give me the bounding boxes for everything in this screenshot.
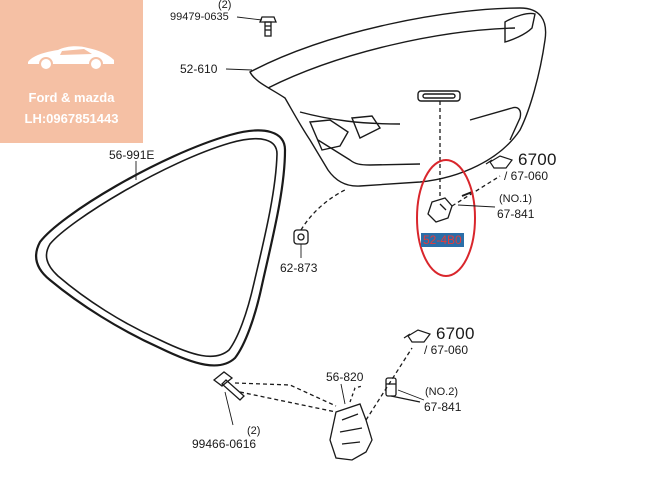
grommet-label: 62-873 [280,261,318,275]
brand-phone: LH:0967851443 [24,111,119,126]
latch-label: 56-820 [326,370,364,384]
switch-no2-part [385,377,421,403]
trunk-lid-label: 52-610 [180,62,218,76]
top-bolt-part [259,16,277,37]
ref-a-sub: / 67-060 [504,169,549,183]
highlighted-part-label: 52-4B0 [421,233,464,247]
weatherstrip-label: 56-991E [109,148,155,162]
sports-car-icon [28,46,114,71]
no1-label: (NO.1) [499,193,532,205]
ref-b-sub: / 67-060 [424,343,469,357]
bottom-bolt-qty: (2) [247,425,261,437]
trunk-lid [249,7,547,187]
weatherstrip-seal [35,129,287,367]
top-bolt-qty: (2) [218,0,232,11]
no2-label: (NO.2) [425,386,458,398]
latch-part [329,347,413,461]
bottom-bolt-part [212,371,337,413]
highlight-circle [416,159,476,277]
switch-1-label: 67-841 [497,207,535,221]
connector-icon-bottom [403,329,431,343]
trunk-opener-switch [427,101,501,223]
leader-lines [135,16,496,426]
brand-name: Ford & mazda [28,90,115,105]
bottom-bolt-code: 99466-0616 [192,437,257,451]
brand-watermark-panel: Ford & mazda LH:0967851443 [0,0,143,143]
switch-2-label: 67-841 [424,400,462,414]
ref-b-number: 6700 [436,324,475,343]
connector-icon-top [485,155,513,169]
top-bolt-code: 99479-0635 [170,11,229,23]
ref-a-number: 6700 [518,150,557,169]
grommet-part [293,189,346,245]
